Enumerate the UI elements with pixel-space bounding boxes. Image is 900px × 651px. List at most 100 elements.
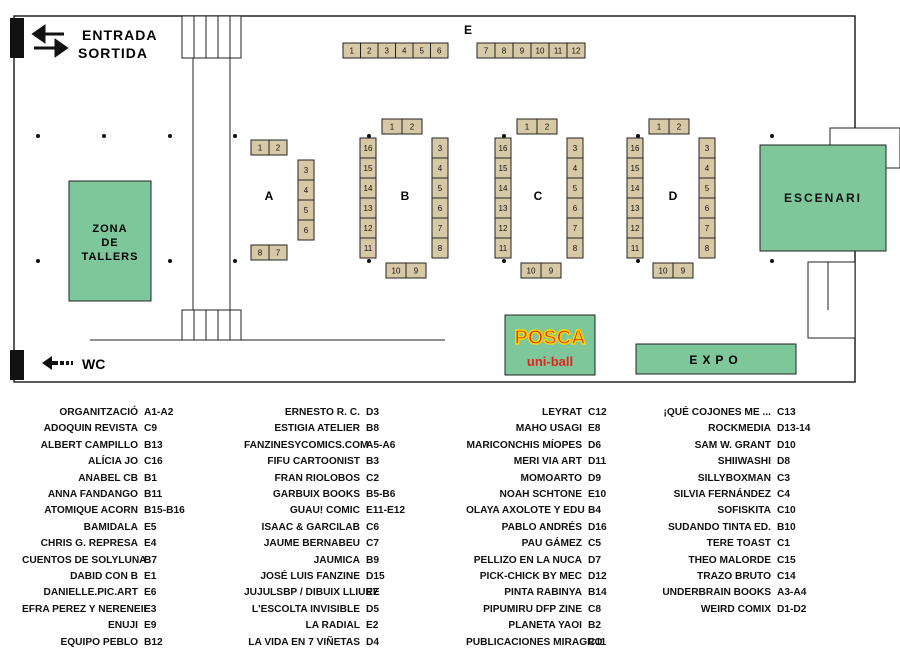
exhibitor-name: ISAAC & GARCILAB (261, 521, 360, 533)
stand-c-number: 12 (499, 224, 508, 233)
stand-d-number: 5 (705, 184, 710, 193)
stand-b-number: 16 (364, 144, 373, 153)
stand-a-number: 7 (276, 249, 281, 258)
stand-code: C5 (588, 538, 602, 550)
stand-c-number: 9 (549, 267, 554, 276)
stand-e-number: 1 (350, 47, 355, 56)
stand-e-number: 10 (536, 47, 545, 56)
stand-c: 10 (520, 262, 542, 279)
stand-c: 2 (536, 118, 558, 135)
exhibitor-name: JUJULSBP / DIBUIX LLIURE (244, 587, 380, 599)
exhibitor-name: GUAU! COMIC (289, 505, 360, 517)
exhibitor-name: ENUJI (107, 620, 138, 632)
wc-label: WC (82, 356, 105, 372)
exhibitor-name: PLANETA YAOI (508, 620, 582, 632)
stand-e: 3 (377, 42, 396, 59)
stand-e: 7 (476, 42, 496, 59)
stand-code: E9 (144, 620, 157, 632)
stand-d: 2 (668, 118, 690, 135)
stand-code: E7 (366, 587, 379, 599)
stand-code: B9 (366, 554, 380, 566)
stand-d-number: 15 (631, 164, 640, 173)
stand-a: 6 (297, 219, 315, 241)
exhibitor-name: SILLYBOXMAN (697, 472, 771, 484)
stand-code: D10 (777, 439, 796, 451)
stand-code: C14 (777, 571, 796, 582)
stand-code: B12 (144, 636, 163, 648)
stand-code: C10 (777, 505, 796, 517)
workshop-label-2: DE (101, 237, 118, 249)
stand-c: 16 (494, 137, 512, 159)
stand-code: D5 (366, 603, 380, 615)
stage-label: ESCENARI (784, 191, 862, 205)
workshop-label-3: TALLERS (82, 251, 139, 263)
stand-code: E6 (144, 587, 157, 599)
stand-code: C15 (777, 554, 796, 566)
stand-b-number: 10 (392, 267, 401, 276)
stand-code: B11 (144, 489, 163, 501)
stand-code: B8 (366, 423, 380, 435)
entrance-arrows-icon (31, 24, 69, 58)
exhibitor-name: MARICONCHIS MÍOPES (466, 439, 582, 451)
exhibitor-name: PICK-CHICK BY MEC (479, 571, 582, 582)
stand-d: 16 (626, 137, 644, 159)
stand-b: 4 (431, 157, 449, 179)
exhibitor-name: CUENTOS DE SOLYLUNA (22, 554, 147, 566)
exhibitor-name: MAHO USAGI (515, 423, 582, 435)
stand-d: 5 (698, 177, 716, 199)
stand-code: B10 (777, 521, 796, 533)
wc-door (10, 350, 24, 380)
stand-d-number: 16 (631, 144, 640, 153)
stand-b: 8 (431, 237, 449, 259)
exhibitor-name: PABLO ANDRÉS (501, 521, 582, 533)
stand-e-number: 2 (367, 47, 372, 56)
stand-code: C13 (777, 407, 796, 419)
stand-d-number: 9 (681, 267, 686, 276)
stand-b: 5 (431, 177, 449, 199)
stand-c: 14 (494, 177, 512, 199)
stand-b: 2 (401, 118, 423, 135)
stand-b: 7 (431, 217, 449, 239)
stand-c-number: 4 (573, 164, 578, 173)
stand-b: 14 (359, 177, 377, 199)
entrance-label-1: ENTRADA (82, 27, 157, 43)
stand-b-number: 5 (438, 184, 443, 193)
stand-b-number: 8 (438, 244, 443, 253)
exhibitor-name: MOMOARTO (520, 472, 583, 484)
stand-code: B3 (366, 456, 380, 468)
stand-code: D8 (777, 456, 791, 468)
stand-d-number: 8 (705, 244, 710, 253)
stand-code: D13-14 (777, 423, 811, 435)
stand-e-number: 11 (554, 47, 563, 56)
exhibitor-name: FANZINESYCOMICS.COM (244, 439, 369, 451)
stand-code: C2 (366, 472, 380, 484)
stand-e: 11 (548, 42, 568, 59)
floor-plan: ENTRADA SORTIDA WC E ZONA DE TALLERS (10, 15, 900, 383)
stand-b-number: 1 (390, 123, 395, 132)
stand-a: 4 (297, 179, 315, 201)
stand-b-number: 7 (438, 224, 443, 233)
exhibitor-name: OLAYA AXOLOTE Y EDU (466, 505, 585, 517)
exhibitor-name: PELLIZO EN LA NUCA (473, 554, 582, 566)
stand-e: 9 (512, 42, 532, 59)
stand-c-number: 11 (499, 244, 508, 253)
stand-code: C4 (777, 489, 791, 501)
stand-d: 7 (698, 217, 716, 239)
stand-c-number: 6 (573, 204, 578, 213)
stand-e-number: 5 (420, 47, 425, 56)
exhibitor-name: LA RADIAL (305, 620, 360, 632)
